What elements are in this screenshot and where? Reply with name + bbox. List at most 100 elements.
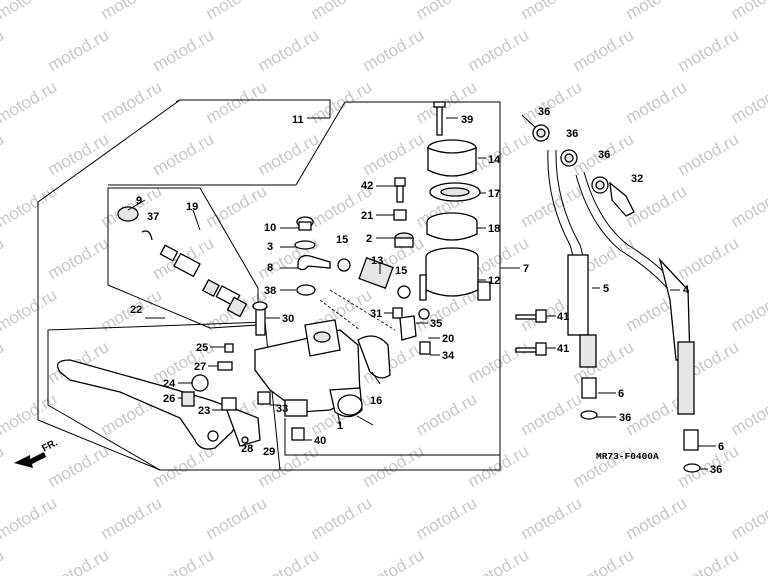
watermark-text: motod.ru bbox=[728, 493, 768, 543]
watermark-text: motod.ru bbox=[0, 441, 7, 491]
watermark-text: motod.ru bbox=[0, 0, 60, 23]
callout-6: 6 bbox=[618, 388, 624, 400]
callout-39: 39 bbox=[461, 114, 473, 126]
callout-15: 15 bbox=[395, 265, 407, 277]
callout-35: 35 bbox=[430, 318, 442, 330]
callout-37: 37 bbox=[147, 211, 159, 223]
watermark-text: motod.ru bbox=[675, 545, 743, 576]
callout-11: 11 bbox=[292, 114, 304, 126]
watermark-text: motod.ru bbox=[570, 441, 638, 491]
callout-15: 15 bbox=[336, 234, 348, 246]
watermark-text: motod.ru bbox=[675, 233, 743, 283]
callout-34: 34 bbox=[442, 350, 455, 362]
callout-10: 10 bbox=[264, 222, 276, 234]
callout-26: 26 bbox=[163, 393, 175, 405]
watermark-text: motod.ru bbox=[0, 181, 60, 231]
screw-10 bbox=[296, 216, 314, 231]
watermark-text: motod.ru bbox=[255, 129, 323, 179]
callout-28: 28 bbox=[241, 443, 253, 455]
callout-12: 12 bbox=[488, 275, 500, 287]
watermark-text: motod.ru bbox=[465, 545, 533, 576]
watermark-text: motod.ru bbox=[0, 389, 60, 439]
leader-lines bbox=[127, 114, 716, 470]
watermark-text: motod.ru bbox=[0, 25, 7, 75]
callout-5: 5 bbox=[603, 283, 609, 295]
callout-14: 14 bbox=[488, 154, 501, 166]
diagram-code: MR73-F0400A bbox=[596, 451, 659, 462]
clip-15a bbox=[337, 258, 351, 272]
watermark-text: motod.ru bbox=[45, 25, 113, 75]
screw-39 bbox=[433, 101, 446, 136]
watermark-text: motod.ru bbox=[518, 389, 586, 439]
callout-7: 7 bbox=[523, 263, 529, 275]
watermark-text: motod.ru bbox=[0, 77, 60, 127]
brake-lever-22 bbox=[56, 359, 261, 450]
callout-2: 2 bbox=[366, 233, 372, 245]
callout-36: 36 bbox=[538, 106, 550, 118]
bolt-42 bbox=[394, 177, 406, 203]
watermark-text: motod.ru bbox=[675, 25, 743, 75]
plate-17 bbox=[429, 182, 481, 202]
watermark-text: motod.ru bbox=[728, 389, 768, 439]
callout-22: 22 bbox=[130, 304, 142, 316]
watermark-text: motod.ru bbox=[728, 77, 768, 127]
watermark-text: motod.ru bbox=[98, 77, 166, 127]
callout-21: 21 bbox=[361, 210, 373, 222]
joint-8 bbox=[297, 254, 331, 271]
watermark-text: motod.ru bbox=[0, 285, 60, 335]
callout-17: 17 bbox=[488, 188, 500, 200]
callout-4: 4 bbox=[683, 284, 690, 296]
piston-kit-19 bbox=[117, 206, 248, 318]
small-parts-lever bbox=[181, 343, 271, 411]
watermark-text: motod.ru bbox=[0, 493, 60, 543]
watermark-text: motod.ru bbox=[150, 25, 218, 75]
watermark-text: motod.ru bbox=[360, 545, 428, 576]
front-direction-arrow bbox=[14, 452, 46, 468]
callout-31: 31 bbox=[370, 308, 382, 320]
watermark-text: motod.ru bbox=[45, 233, 113, 283]
watermark-text: motod.ru bbox=[98, 0, 166, 23]
callout-32: 32 bbox=[631, 173, 643, 185]
callout-25: 25 bbox=[196, 342, 208, 354]
watermark-text: motod.ru bbox=[45, 545, 113, 576]
callout-27: 27 bbox=[194, 361, 206, 373]
watermark-text: motod.ru bbox=[518, 181, 586, 231]
watermark-text: motod.ru bbox=[623, 77, 691, 127]
callout-36: 36 bbox=[598, 149, 610, 161]
assembly-frames bbox=[37, 99, 501, 471]
callout-38: 38 bbox=[264, 285, 276, 297]
watermark-text: motod.ru bbox=[413, 493, 481, 543]
callout-36: 36 bbox=[619, 412, 631, 424]
watermark-text: motod.ru bbox=[570, 545, 638, 576]
callout-20: 20 bbox=[442, 333, 454, 345]
callout-40: 40 bbox=[314, 435, 326, 447]
callout-8: 8 bbox=[267, 262, 273, 274]
callout-41: 41 bbox=[557, 311, 569, 323]
diaphragm-18 bbox=[426, 212, 478, 241]
callout-6: 6 bbox=[718, 441, 724, 453]
watermark-text: motod.ru bbox=[675, 129, 743, 179]
watermark-text: motod.ru bbox=[623, 0, 691, 23]
watermark-text: motod.ru bbox=[728, 0, 768, 23]
watermark-text: motod.ru bbox=[0, 233, 7, 283]
brake-hoses bbox=[515, 124, 701, 473]
callout-9: 9 bbox=[136, 195, 142, 207]
watermark-text: motod.ru bbox=[360, 25, 428, 75]
watermark-text: motod.ru bbox=[465, 441, 533, 491]
watermark-text: motod.ru bbox=[0, 129, 7, 179]
watermark-text: motod.ru bbox=[728, 285, 768, 335]
watermark-text: motod.ru bbox=[45, 129, 113, 179]
watermark-text: motod.ru bbox=[150, 545, 218, 576]
watermark-text: motod.ru bbox=[0, 545, 7, 576]
callout-16: 16 bbox=[370, 395, 382, 407]
watermark-text: motod.ru bbox=[203, 493, 271, 543]
callout-18: 18 bbox=[488, 223, 500, 235]
callout-19: 19 bbox=[186, 201, 198, 213]
watermark-text: motod.ru bbox=[360, 129, 428, 179]
watermark-text: motod.ru bbox=[465, 25, 533, 75]
watermark-text: motod.ru bbox=[255, 25, 323, 75]
watermark-text: motod.ru bbox=[465, 337, 533, 387]
watermark-text: motod.ru bbox=[0, 337, 7, 387]
watermark-text: motod.ru bbox=[150, 129, 218, 179]
